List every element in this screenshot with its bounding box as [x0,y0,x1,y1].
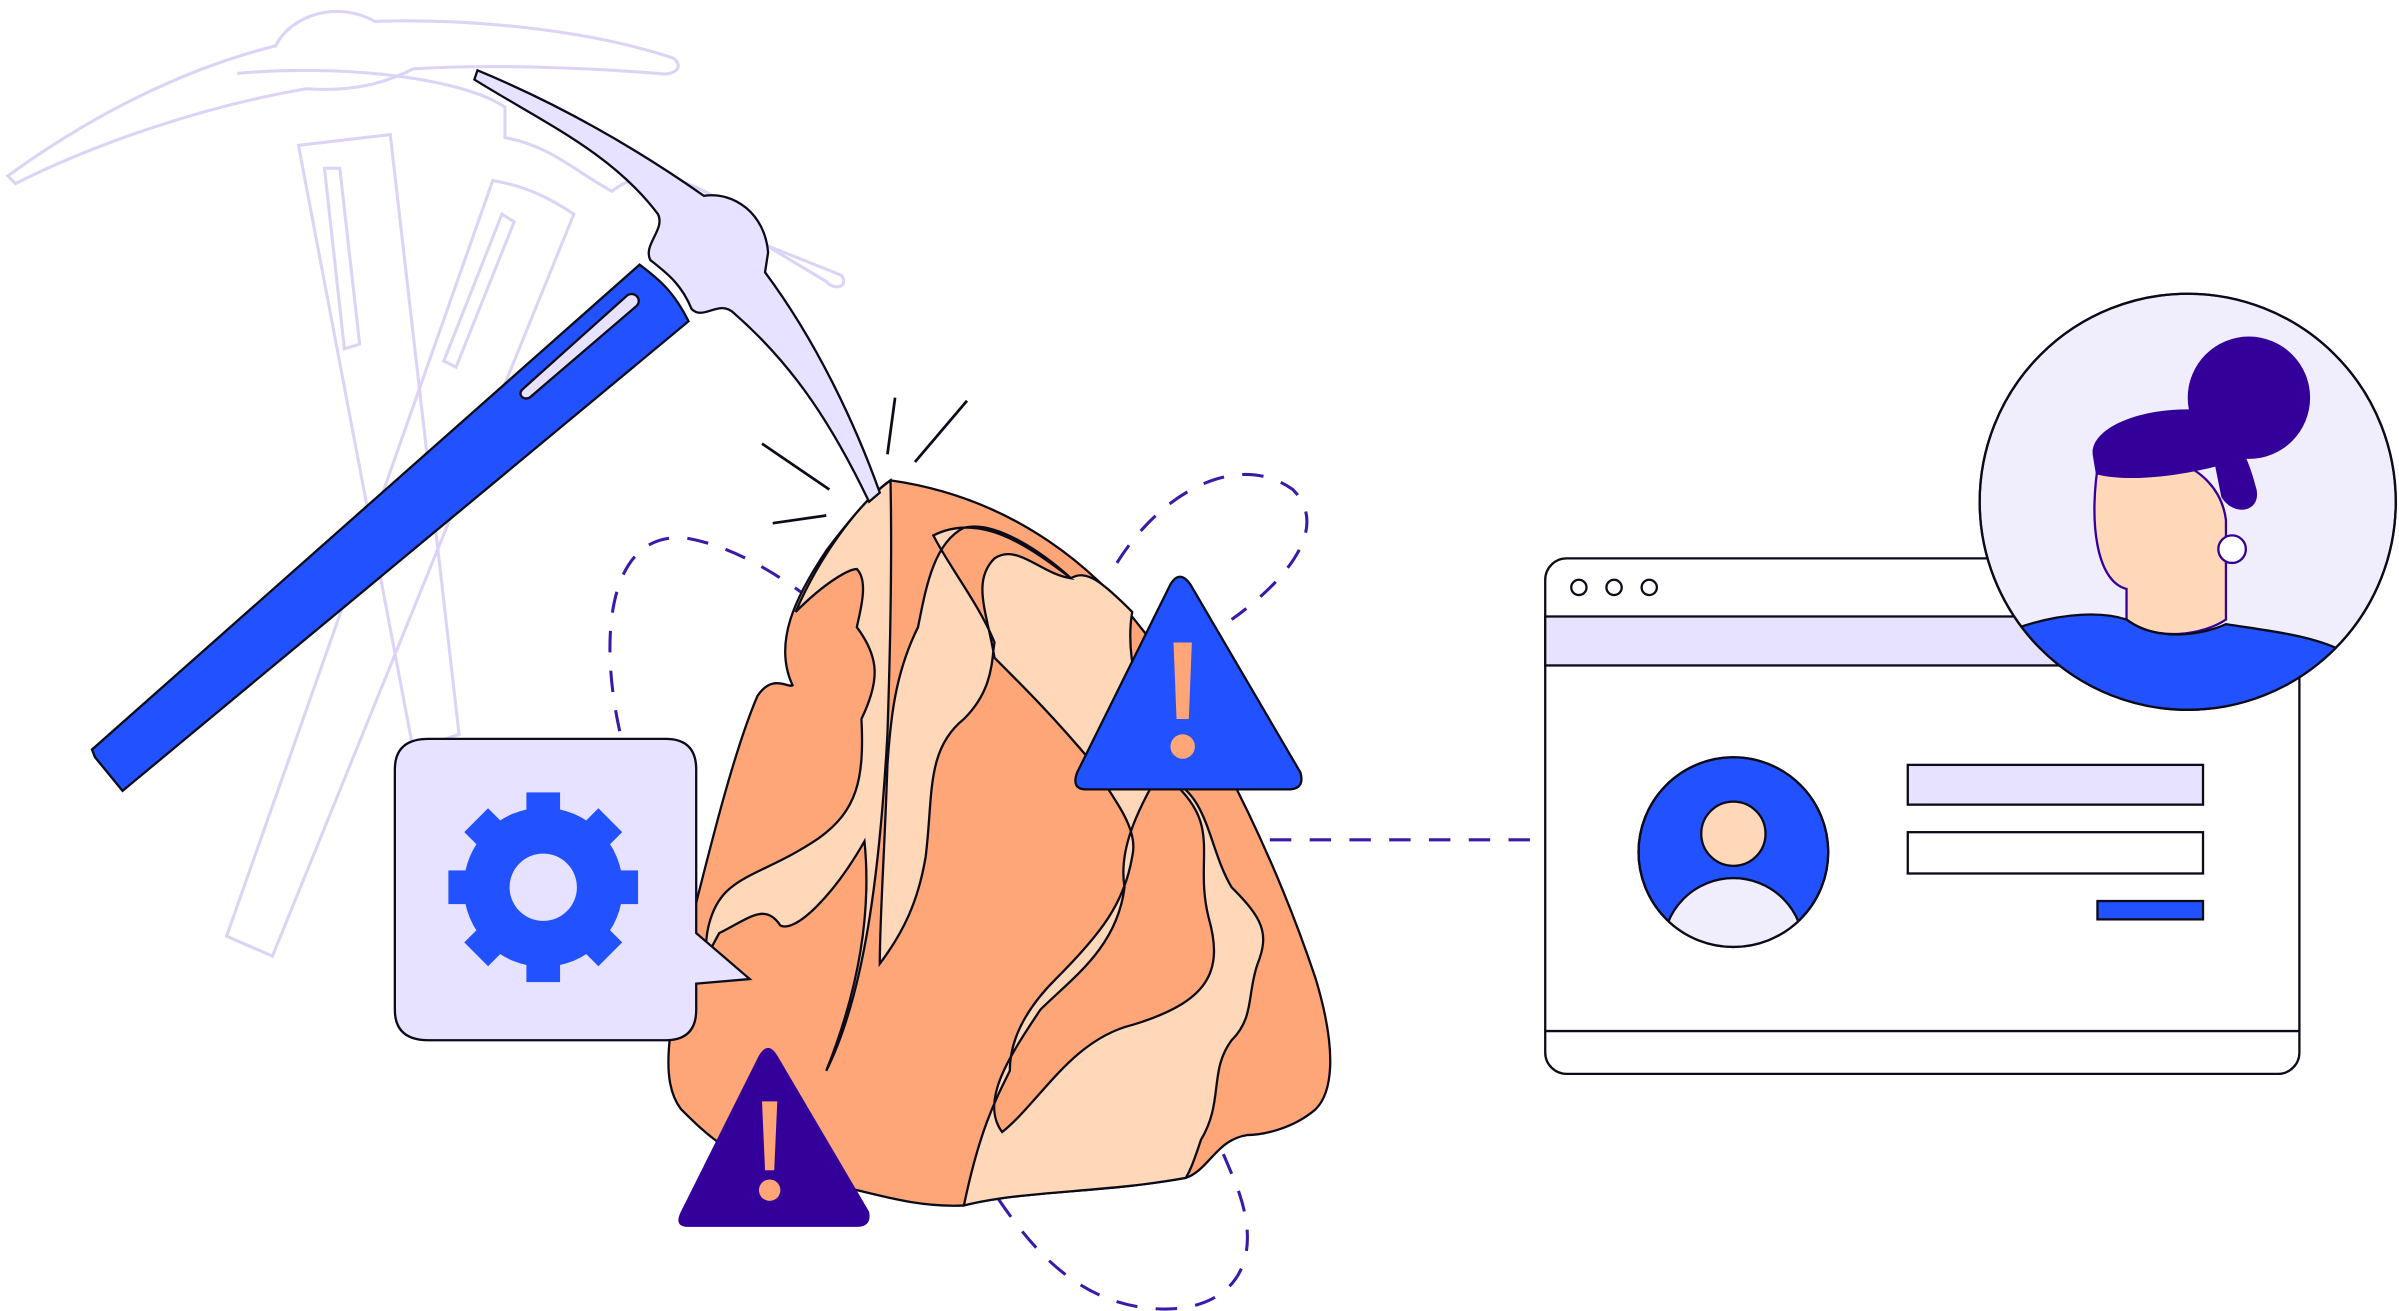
person-portrait-icon [1978,292,2397,711]
warning-icon [678,1047,870,1227]
window-dot-icon [1570,578,1588,597]
form-field [1906,763,2205,806]
settings-bubble [393,737,753,1042]
user-avatar-icon [1637,756,1830,949]
dashed-path [608,473,1538,1311]
form-field [1906,831,2205,875]
impact-sparks-icon [761,397,969,525]
window-dot-icon [1605,578,1623,597]
pickaxe-icon [90,68,882,793]
gear-icon [448,792,639,983]
ghost-pickaxe-icon [5,9,845,959]
submit-button [2096,899,2205,921]
warning-icon [1074,575,1303,791]
window-dot-icon [1640,578,1659,597]
